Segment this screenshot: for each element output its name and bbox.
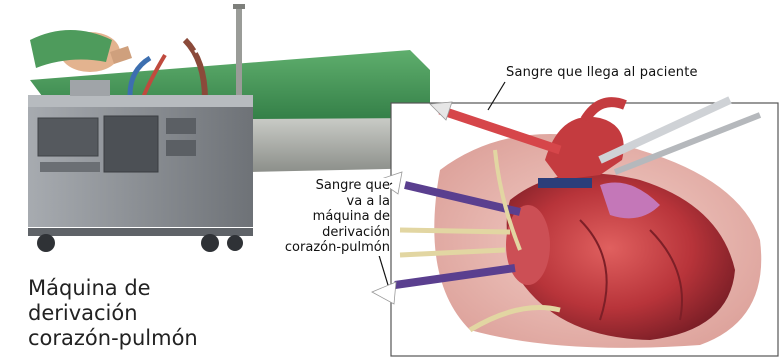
- diagram-title: Máquina de derivación corazón-pulmón: [28, 276, 288, 351]
- venous-tube-2: [400, 230, 510, 232]
- callout-blood-to-patient: Sangre que llega al paciente: [506, 66, 698, 80]
- wheel-2: [201, 234, 219, 252]
- machine-top: [28, 95, 253, 107]
- wheel-1: [37, 234, 55, 252]
- callout-line: máquina de: [262, 209, 390, 225]
- arrow-left-2: [372, 282, 396, 304]
- callout-line: derivación: [262, 225, 390, 241]
- callout-blood-to-machine: Sangre que va a la máquina de derivación…: [262, 178, 390, 256]
- right-atrium: [506, 205, 550, 285]
- callout-line-side-2: [378, 252, 388, 285]
- callout-line: va a la: [262, 194, 390, 210]
- title-line: derivación: [28, 301, 288, 326]
- title-line: Máquina de: [28, 276, 288, 301]
- clamp-band: [538, 178, 592, 188]
- title-line: corazón-pulmón: [28, 326, 288, 351]
- machine-screen-1: [38, 118, 98, 156]
- heart-lung-machine: [28, 80, 253, 252]
- callout-line: Sangre que: [262, 178, 390, 194]
- heart-detail-panel: [372, 100, 778, 356]
- callout-line: corazón-pulmón: [262, 240, 390, 256]
- wheel-3: [227, 235, 243, 251]
- machine-panel: [104, 116, 158, 172]
- machine-display-small-2: [166, 140, 196, 156]
- machine-display-small-1: [166, 118, 196, 134]
